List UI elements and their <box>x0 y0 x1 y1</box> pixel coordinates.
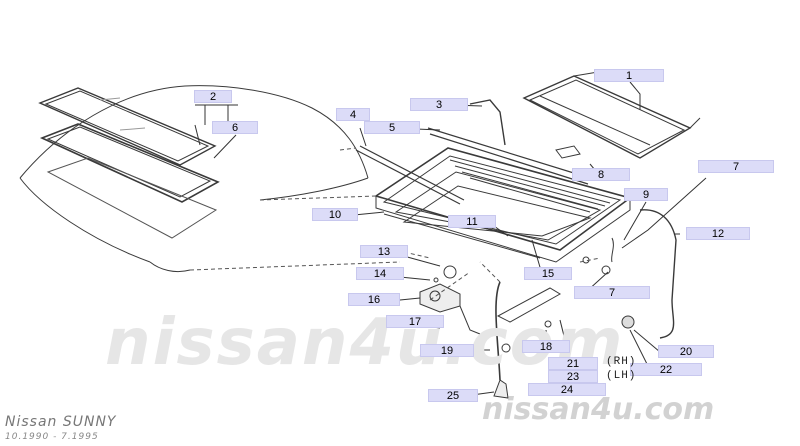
sunroof-glass <box>38 87 217 166</box>
watermark-small: nissan4u.com <box>482 392 715 427</box>
sunshade <box>522 71 701 159</box>
callout-17-label: 17 <box>408 316 422 328</box>
callout-5[interactable]: 5 <box>364 121 420 134</box>
callout-22-label: 22 <box>659 364 673 376</box>
callout-20[interactable]: 20 <box>658 345 714 358</box>
callout-18-label: 18 <box>539 341 553 353</box>
callout-15[interactable]: 15 <box>524 267 572 280</box>
callout-24[interactable]: 24 <box>528 383 606 396</box>
callout-3[interactable]: 3 <box>410 98 468 111</box>
callout-21[interactable]: 21 <box>548 357 598 370</box>
callout-5-label: 5 <box>388 122 396 134</box>
callout-16[interactable]: 16 <box>348 293 400 306</box>
callout-15-label: 15 <box>541 268 555 280</box>
callout-13[interactable]: 13 <box>360 245 408 258</box>
callout-24-label: 24 <box>560 384 574 396</box>
callout-2[interactable]: 2 <box>194 90 232 103</box>
roof-outline <box>19 85 369 273</box>
brand-model: Nissan SUNNY <box>5 414 117 430</box>
callout-7a[interactable]: 7 <box>698 160 774 173</box>
callout-12[interactable]: 12 <box>686 227 750 240</box>
callout-9-label: 9 <box>642 189 650 201</box>
callout-6[interactable]: 6 <box>212 121 258 134</box>
callout-20-label: 20 <box>679 346 693 358</box>
callout-11[interactable]: 11 <box>448 215 496 228</box>
callout-19-label: 19 <box>440 345 454 357</box>
callout-12-label: 12 <box>711 228 725 240</box>
callout-6-label: 6 <box>231 122 239 134</box>
callout-3-label: 3 <box>435 99 443 111</box>
callout-1[interactable]: 1 <box>594 69 664 82</box>
callout-14[interactable]: 14 <box>356 267 404 280</box>
callout-8-label: 8 <box>597 169 605 181</box>
sunroof-frame <box>374 147 632 263</box>
callout-4-label: 4 <box>349 109 357 121</box>
callout-19[interactable]: 19 <box>420 344 474 357</box>
callout-7a-label: 7 <box>732 161 740 173</box>
callout-18[interactable]: 18 <box>522 340 570 353</box>
callout-22[interactable]: 22 <box>630 363 702 376</box>
callout-25[interactable]: 25 <box>428 389 478 402</box>
callout-14-label: 14 <box>373 268 387 280</box>
callout-8[interactable]: 8 <box>572 168 630 181</box>
roof-opening <box>46 157 218 239</box>
callout-25-label: 25 <box>446 390 460 402</box>
callout-10-label: 10 <box>328 209 342 221</box>
brand-dates: 10.1990 - 7.1995 <box>5 432 99 442</box>
callout-23[interactable]: 23 <box>548 370 598 383</box>
callout-11-label: 11 <box>466 216 478 228</box>
callout-23-label: 23 <box>566 371 580 383</box>
callout-17[interactable]: 17 <box>386 315 444 328</box>
callout-2-label: 2 <box>209 91 217 103</box>
motor-assembly <box>419 283 481 335</box>
callout-4[interactable]: 4 <box>336 108 370 121</box>
label-lh: (LH) <box>606 370 637 382</box>
callout-10[interactable]: 10 <box>312 208 358 221</box>
callout-9[interactable]: 9 <box>624 188 668 201</box>
callout-7b-label: 7 <box>608 287 616 299</box>
label-rh: (RH) <box>606 356 637 368</box>
callout-16-label: 16 <box>367 294 381 306</box>
callout-21-label: 21 <box>566 358 580 370</box>
callout-7b[interactable]: 7 <box>574 286 650 299</box>
callout-1-label: 1 <box>625 70 633 82</box>
dashed-leaders <box>189 147 601 301</box>
callout-13-label: 13 <box>377 246 391 258</box>
